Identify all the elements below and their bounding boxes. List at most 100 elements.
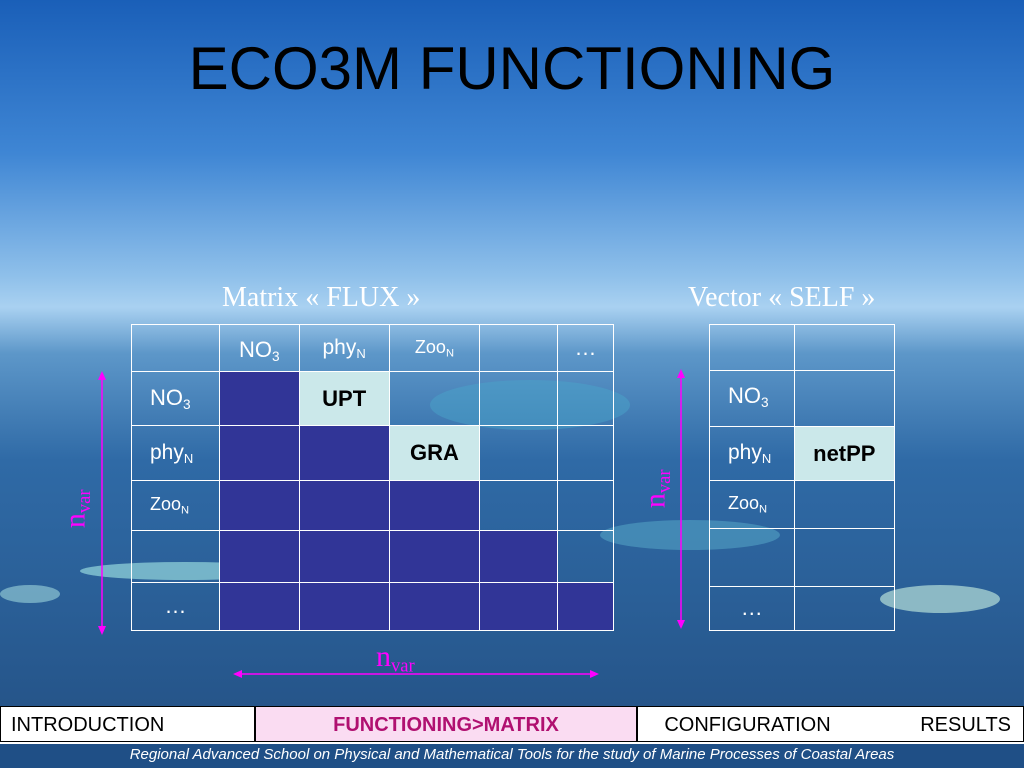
- matrix-header-row: NO3 phyN ZooN …: [131, 324, 614, 372]
- row-sub: 3: [183, 397, 191, 413]
- matrix-row-phyn: phyN GRA: [131, 425, 614, 481]
- matrix-cell-empty: [557, 371, 614, 426]
- col-label: NO: [239, 337, 273, 362]
- matrix-cell-filled: [218, 480, 300, 531]
- nav-results[interactable]: RESULTS: [857, 706, 1024, 742]
- matrix-cell-filled: [298, 480, 390, 531]
- matrix-col-blank: [479, 324, 559, 372]
- matrix-cell-filled: [298, 425, 390, 481]
- matrix-row-blank: [131, 530, 614, 583]
- vector-label-blank: [709, 528, 795, 587]
- matrix-cell-filled: [388, 480, 481, 531]
- vector-cell-empty: [793, 586, 896, 631]
- col-sub: N: [356, 345, 366, 361]
- nav-functioning-matrix[interactable]: FUNCTIONING>MATRIX: [255, 706, 637, 742]
- row-label: …: [164, 593, 187, 618]
- row-sub: N: [761, 450, 772, 466]
- vector-cell-netpp: netPP: [793, 426, 896, 481]
- col-label: phy: [322, 335, 357, 359]
- nvar-label-vector-vertical: nvar: [639, 469, 677, 508]
- reef-island-3: [880, 585, 1000, 613]
- section-nav: INTRODUCTION FUNCTIONING>MATRIX CONFIGUR…: [0, 706, 1024, 744]
- vector-row-no3: NO3: [709, 370, 896, 427]
- matrix-cell-empty: [479, 480, 559, 531]
- matrix-col-phyn: phyN: [298, 324, 390, 372]
- vector-cell-empty: [793, 370, 896, 427]
- matrix-cell-gra: GRA: [388, 425, 481, 481]
- col-sub: N: [445, 347, 454, 360]
- row-label-no3: NO3: [131, 371, 220, 426]
- matrix-col-no3: NO3: [218, 324, 300, 372]
- matrix-cell-filled: [218, 530, 300, 583]
- matrix-cell-filled: [479, 530, 559, 583]
- matrix-cell-filled: [388, 582, 481, 631]
- row-label: Zoo: [150, 494, 182, 515]
- matrix-row-zoon: ZooN: [131, 480, 614, 531]
- matrix-corner-cell: [131, 324, 220, 372]
- matrix-cell-filled: [298, 582, 390, 631]
- vector-cell-empty: [793, 528, 896, 587]
- matrix-cell-filled: [218, 425, 300, 481]
- row-label: NO: [150, 384, 183, 410]
- matrix-cell-empty: [479, 425, 559, 481]
- vector-row-ellipsis: …: [709, 586, 896, 631]
- row-label-zoon: ZooN: [131, 480, 220, 531]
- vector-row-phyn: phyN netPP: [709, 426, 896, 481]
- row-label: …: [740, 595, 763, 620]
- nvar-label-matrix-horizontal: nvar: [376, 640, 415, 678]
- matrix-cell-empty: [388, 371, 481, 426]
- row-sub: N: [181, 504, 190, 517]
- nvar-base: n: [638, 493, 672, 509]
- vector-label-phyn: phyN: [709, 426, 795, 481]
- matrix-cell-empty: [557, 480, 614, 531]
- matrix-cell-upt: UPT: [298, 371, 390, 426]
- footer-banner: Regional Advanced School on Physical and…: [0, 744, 1024, 768]
- matrix-row-ellipsis: …: [131, 582, 614, 631]
- vector-row-zoon: ZooN: [709, 480, 896, 529]
- matrix-cell-filled: [218, 371, 300, 426]
- nvar-label-matrix-vertical: nvar: [59, 489, 97, 528]
- matrix-cell-empty: [557, 425, 614, 481]
- self-vector: NO3 phyN netPP ZooN …: [709, 324, 896, 631]
- matrix-col-ellipsis: …: [557, 324, 614, 372]
- flux-matrix: NO3 phyN ZooN … NO3 UPT phyN GRA ZooN: [131, 324, 614, 631]
- row-sub: N: [183, 450, 194, 466]
- nav-introduction[interactable]: INTRODUCTION: [0, 706, 255, 742]
- vector-label-zoon: ZooN: [709, 480, 795, 529]
- vector-cell-empty: [709, 324, 795, 371]
- nav-configuration[interactable]: CONFIGURATION: [637, 706, 857, 742]
- row-label-phyn: phyN: [131, 425, 220, 481]
- vector-caption: Vector « SELF »: [688, 282, 876, 313]
- row-label: Zoo: [728, 493, 760, 513]
- nvar-sub: var: [391, 655, 415, 677]
- matrix-caption: Matrix « FLUX »: [222, 282, 421, 313]
- row-label: phy: [150, 440, 184, 464]
- row-label: NO: [728, 383, 761, 408]
- vector-label-ellipsis: …: [709, 586, 795, 631]
- matrix-cell-filled: [218, 582, 300, 631]
- row-label-ellipsis: …: [131, 582, 220, 631]
- col-sub: 3: [272, 349, 280, 365]
- col-label: Zoo: [414, 336, 446, 357]
- row-sub: 3: [761, 395, 769, 411]
- matrix-cell-filled: [388, 530, 481, 583]
- matrix-row-no3: NO3 UPT: [131, 371, 614, 426]
- nvar-sub: var: [74, 489, 96, 514]
- row-sub: N: [759, 503, 768, 516]
- nvar-base: n: [58, 513, 92, 529]
- vector-header-row: [709, 324, 896, 371]
- row-label: phy: [728, 441, 762, 465]
- nvar-base: n: [376, 640, 391, 673]
- matrix-cell-filled: [479, 582, 559, 631]
- vector-row-blank: [709, 528, 896, 587]
- matrix-cell-filled: [557, 582, 614, 631]
- row-label-blank: [131, 530, 220, 583]
- slide-title: ECO3M FUNCTIONING: [188, 35, 836, 102]
- matrix-cell-empty: [557, 530, 614, 583]
- matrix-col-zoon: ZooN: [388, 324, 481, 372]
- matrix-cell-empty: [479, 371, 559, 426]
- vector-cell-empty: [793, 480, 896, 529]
- vector-cell-empty: [793, 324, 896, 371]
- reef-island-2: [0, 585, 60, 603]
- nvar-sub: var: [654, 469, 676, 494]
